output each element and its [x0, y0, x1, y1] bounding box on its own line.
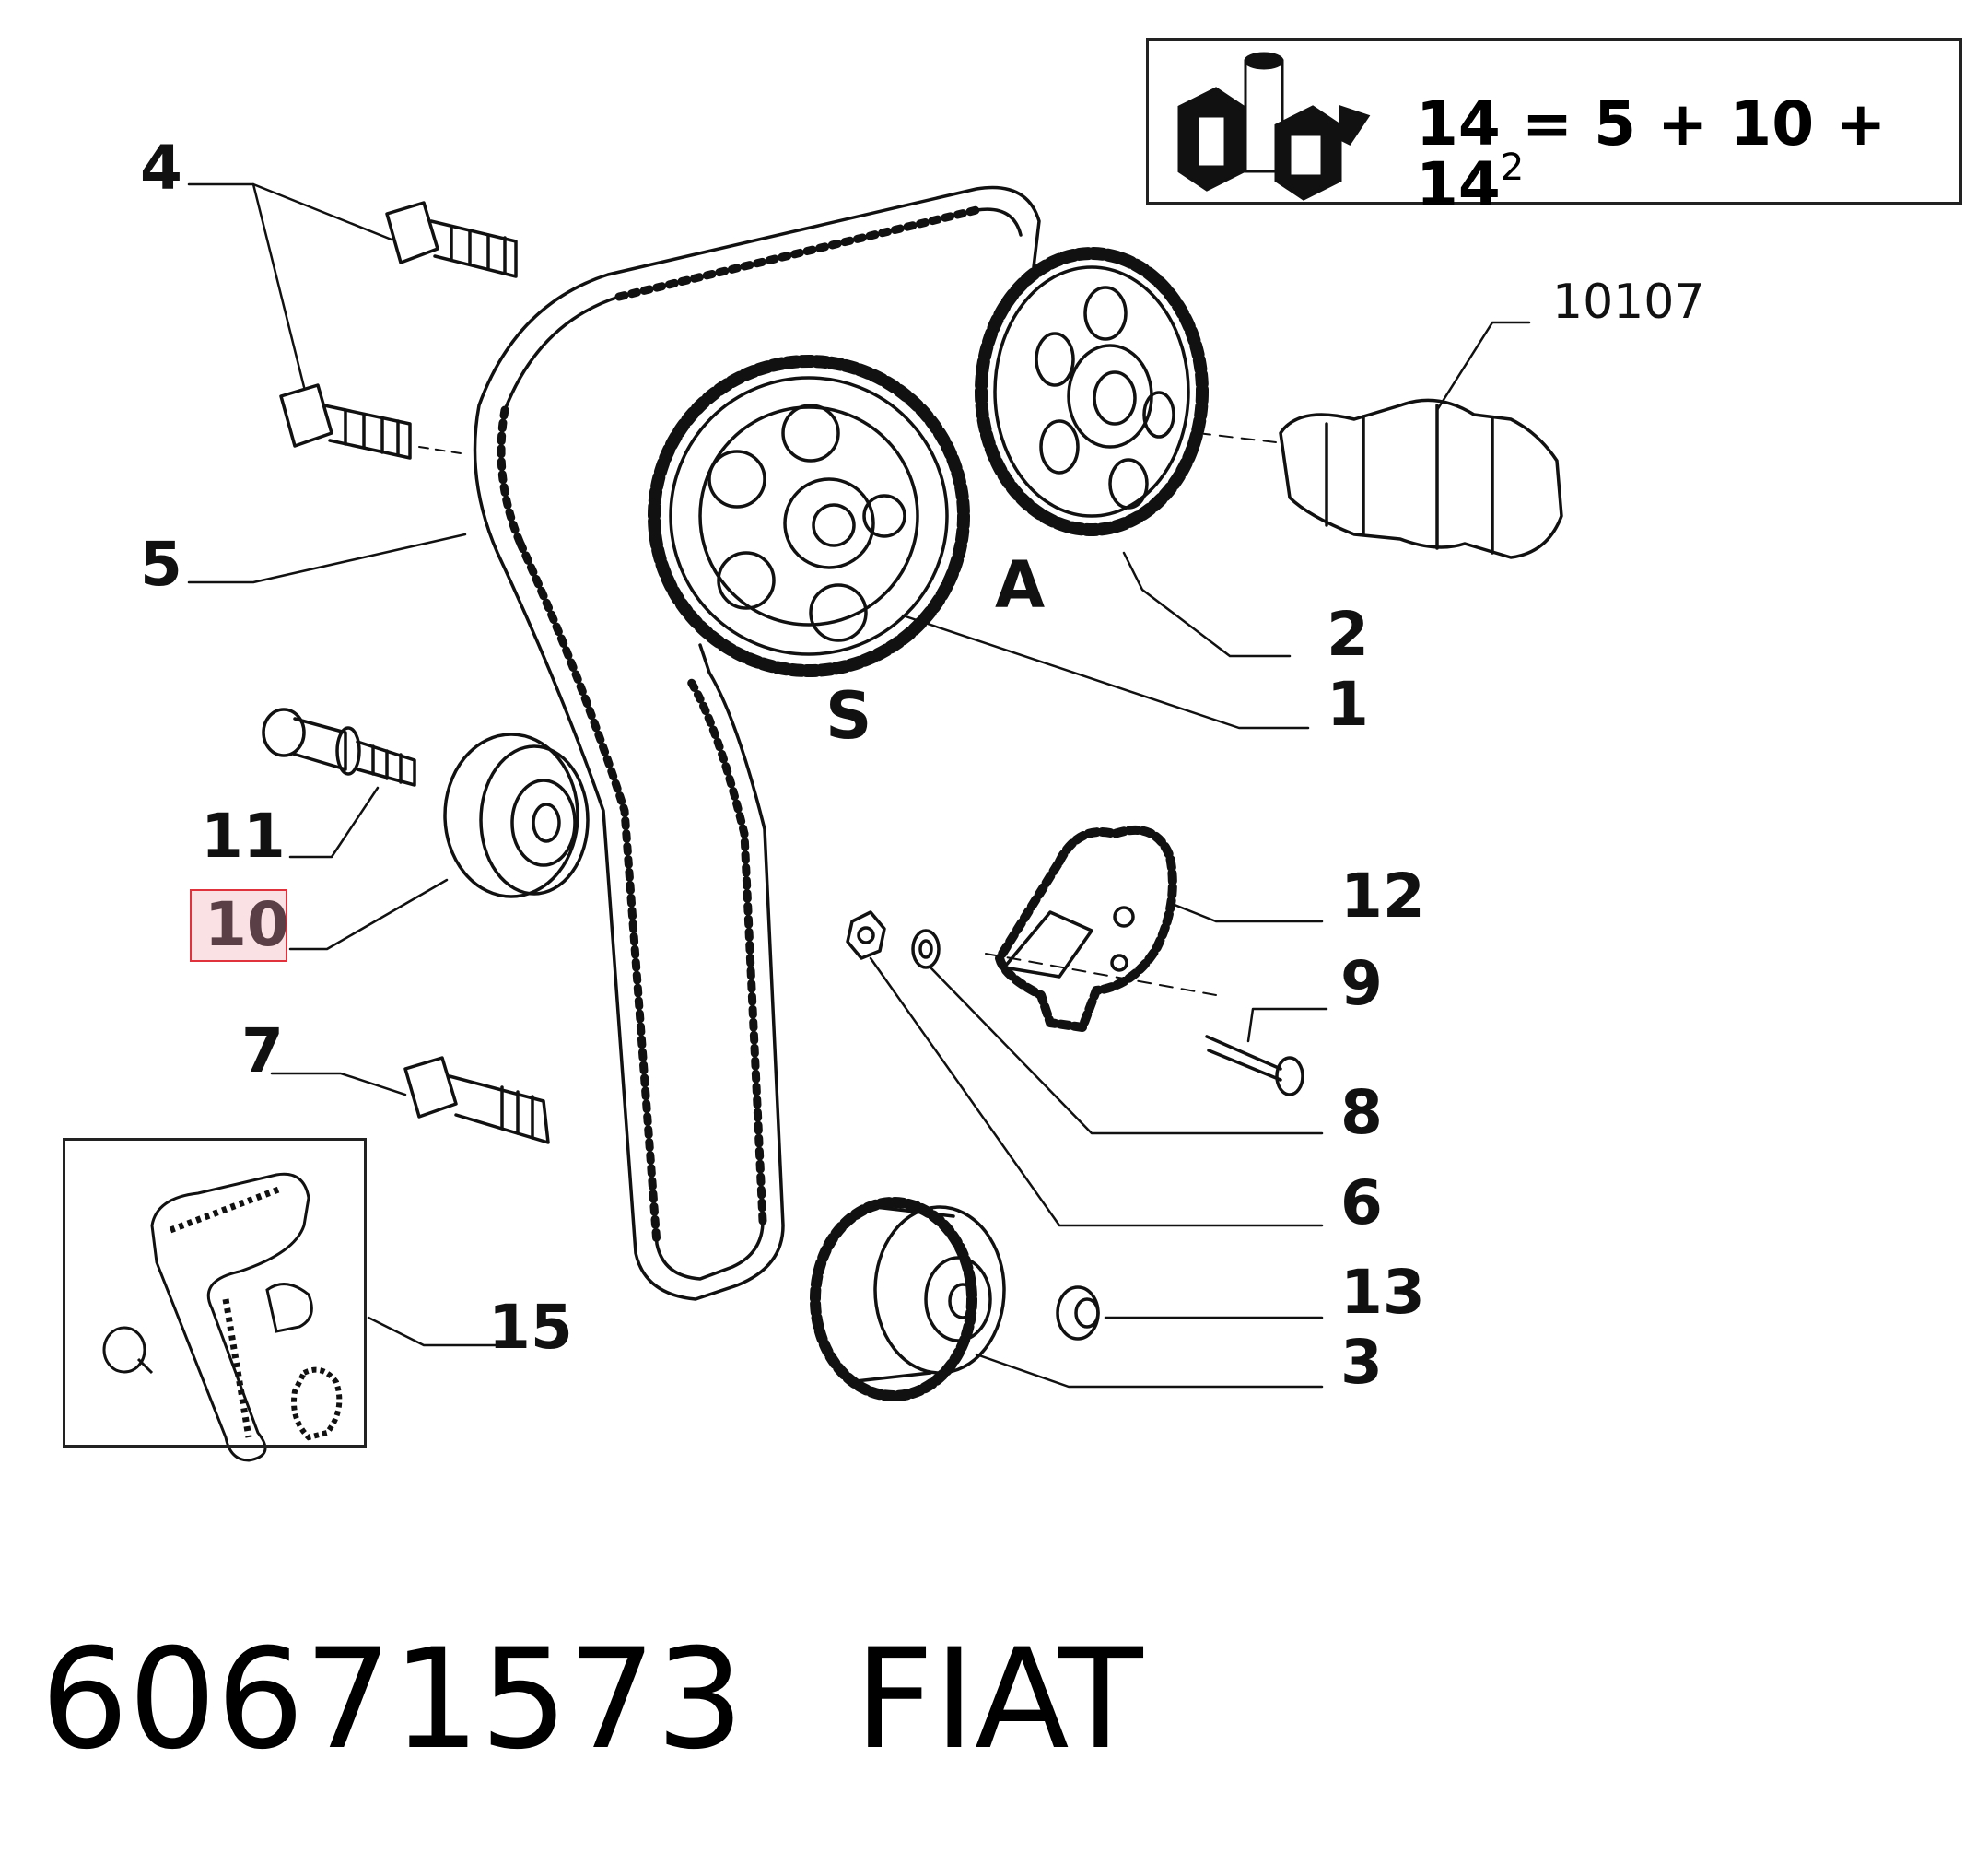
kit-formula: 14 = 5 + 10 + 142 — [1416, 94, 1959, 216]
callout-8[interactable]: 8 — [1340, 1077, 1383, 1148]
inset-belt-kit — [102, 1172, 343, 1462]
washer-8 — [911, 929, 941, 969]
bolt-upper — [385, 201, 518, 278]
callout-10: 10 — [205, 889, 289, 960]
kit-box-icon — [1177, 52, 1371, 201]
callout-2[interactable]: 2 — [1327, 599, 1369, 670]
spacer-13 — [1056, 1285, 1100, 1341]
bolt-11 — [262, 708, 416, 787]
bolt-9 — [1205, 1035, 1304, 1096]
crank-pulley — [810, 1197, 1006, 1401]
callout-4[interactable]: 4 — [140, 133, 182, 204]
callout-13[interactable]: 13 — [1340, 1257, 1425, 1328]
callout-3[interactable]: 3 — [1340, 1327, 1383, 1398]
nut-6 — [846, 910, 886, 960]
tensioner-12 — [985, 825, 1217, 1032]
timing-belt — [473, 185, 1041, 1301]
callout-11[interactable]: 11 — [201, 801, 286, 872]
reference-number: 10107 — [1552, 275, 1705, 330]
leader-lines — [187, 182, 1531, 1389]
pulley-s — [648, 355, 970, 677]
callout-6[interactable]: 6 — [1340, 1167, 1383, 1238]
idler-roller — [443, 733, 590, 898]
callout-15[interactable]: 15 — [488, 1292, 573, 1363]
kit-formula-superscript: 2 — [1500, 147, 1525, 189]
callout-9[interactable]: 9 — [1340, 948, 1383, 1019]
kit-formula-text: 14 = 5 + 10 + 14 — [1416, 88, 1887, 220]
callout-1[interactable]: 1 — [1327, 669, 1369, 740]
letter-s: S — [825, 678, 872, 754]
camshaft — [1197, 398, 1563, 559]
callout-12[interactable]: 12 — [1340, 861, 1425, 932]
part-number: 60671573 — [41, 1620, 744, 1780]
pulley-a — [975, 247, 1209, 536]
bolt-7 — [403, 1056, 550, 1144]
letter-a: A — [995, 547, 1046, 623]
callout-5[interactable]: 5 — [140, 529, 182, 600]
callout-10-highlight[interactable]: 10 — [190, 889, 289, 962]
kit-composition-box: 14 = 5 + 10 + 142 — [1146, 38, 1962, 216]
bolt-lower — [279, 383, 462, 460]
inset-frame — [63, 1138, 367, 1448]
brand-name: FIAT — [854, 1620, 1143, 1780]
callout-7[interactable]: 7 — [241, 1015, 284, 1086]
